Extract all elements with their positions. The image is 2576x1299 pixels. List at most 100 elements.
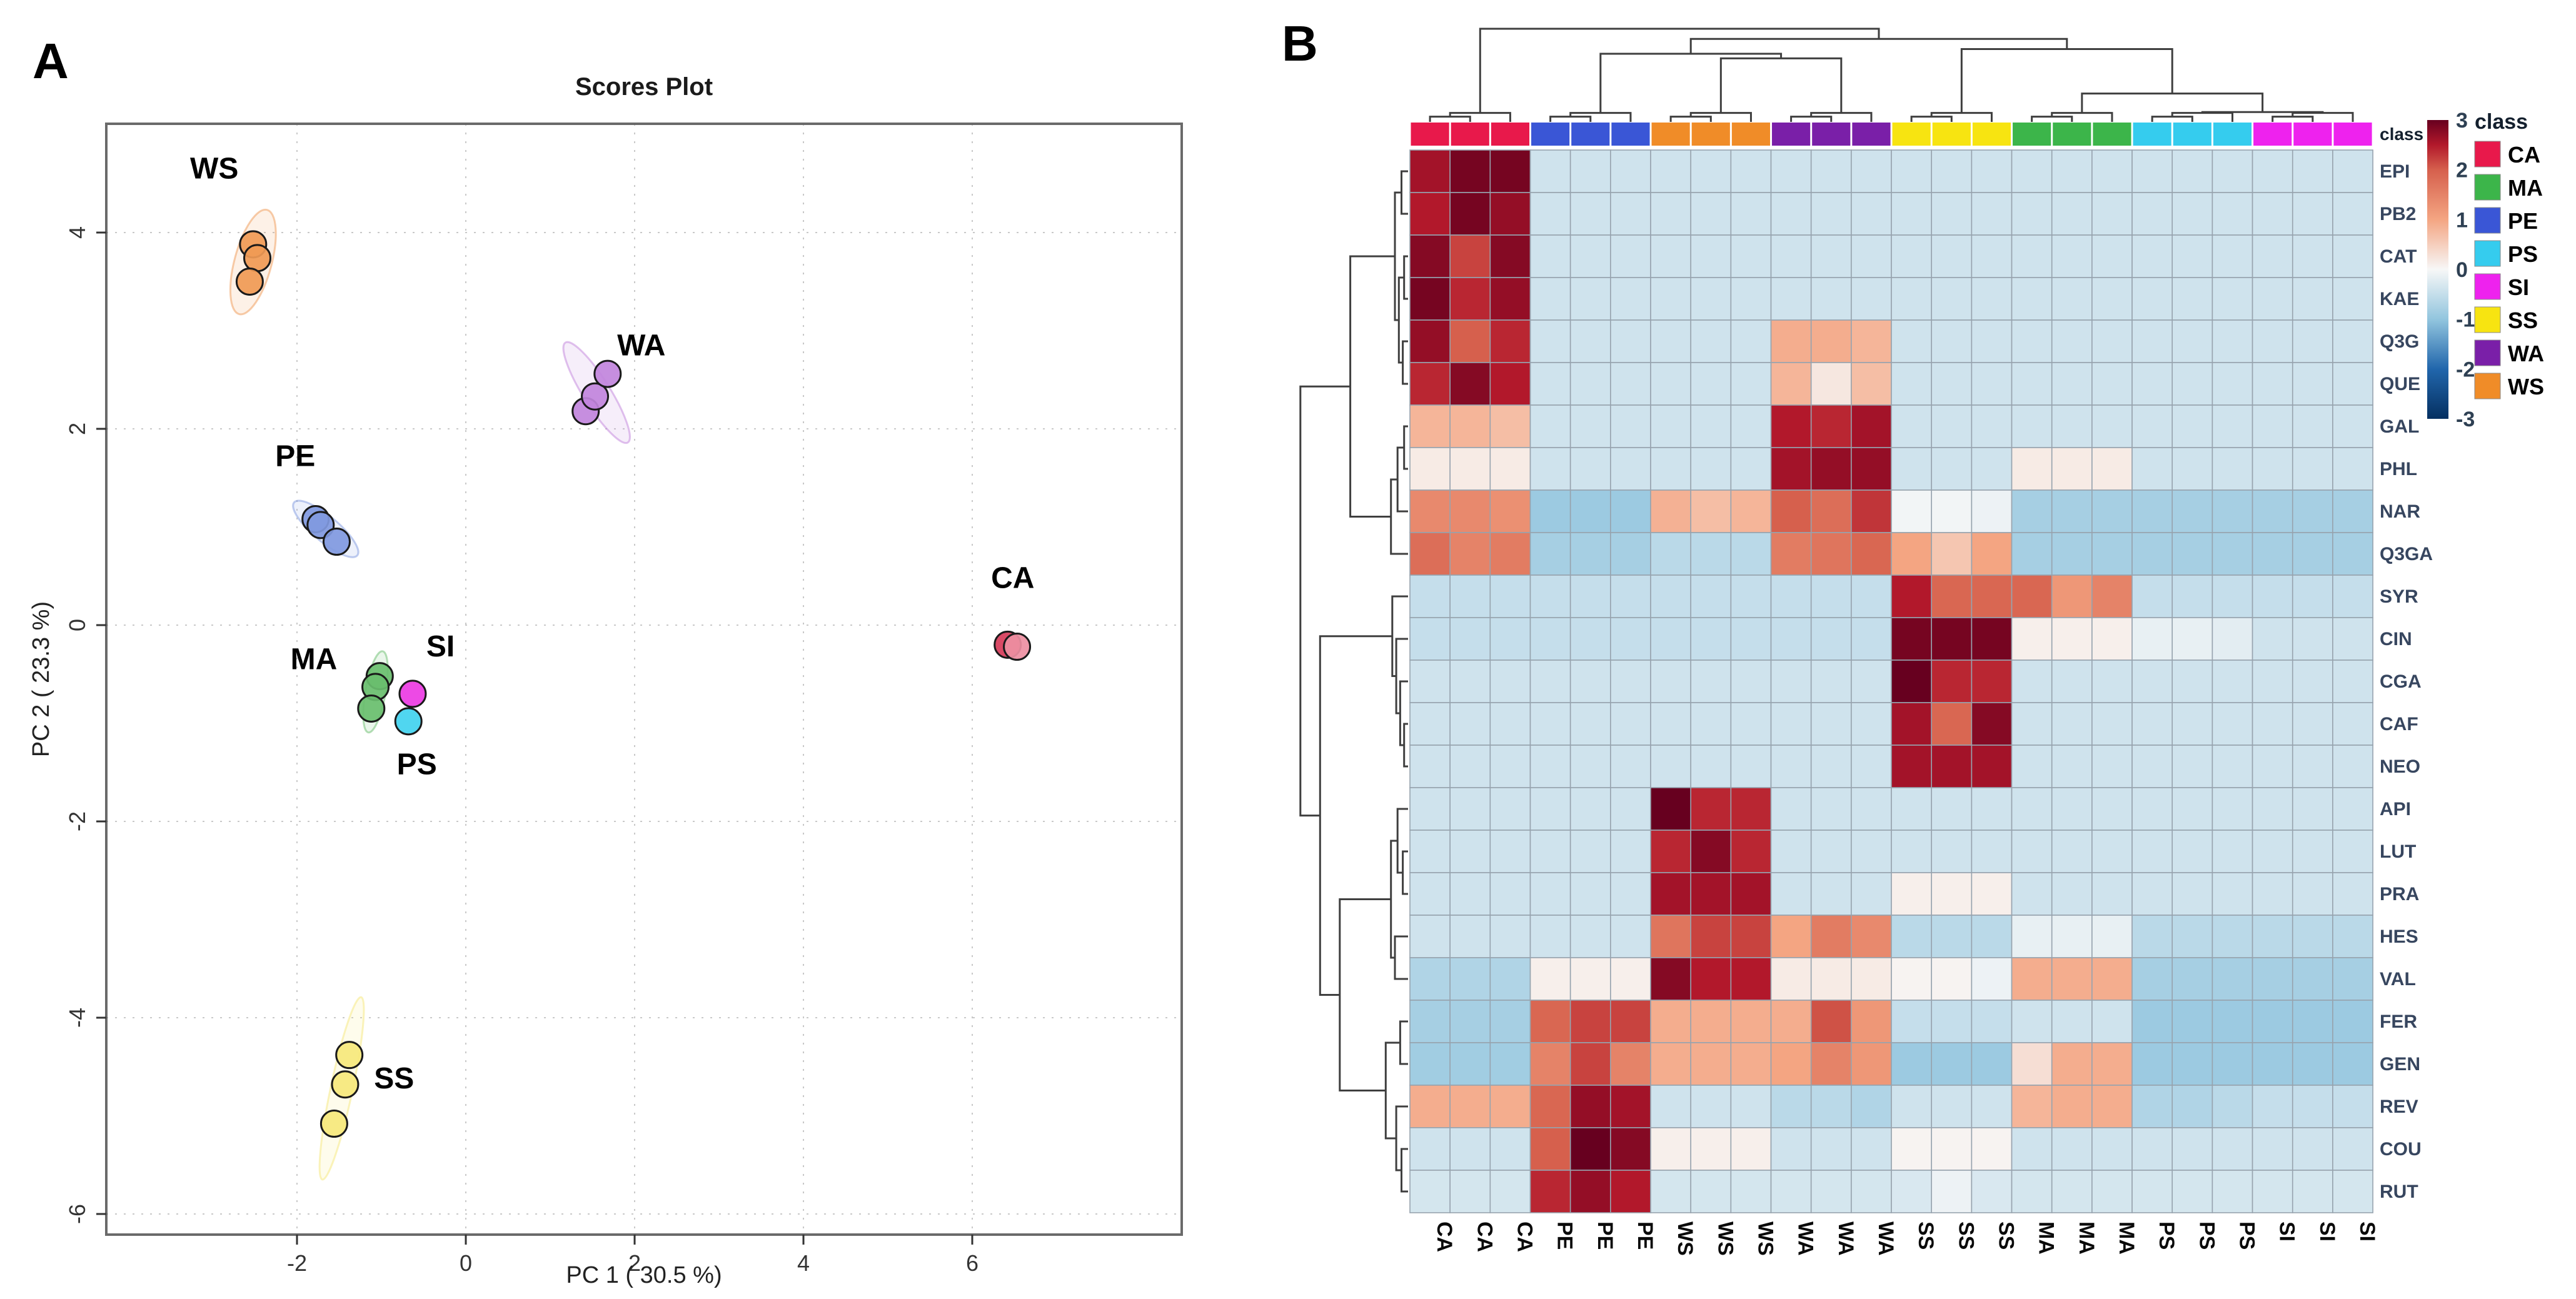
heatmap-cell bbox=[1529, 830, 1571, 873]
heatmap-cell bbox=[1851, 447, 1892, 491]
row-dendrogram-branch bbox=[1403, 255, 1408, 300]
scatter-point-WA bbox=[581, 382, 610, 411]
column-label: CA bbox=[1432, 1221, 1456, 1252]
heatmap-cell bbox=[2171, 1000, 2213, 1043]
heatmap-cell bbox=[2131, 830, 2173, 873]
col-dendrogram-branch bbox=[2201, 111, 2324, 113]
heatmap-cell bbox=[1529, 319, 1571, 363]
class-bar-cell bbox=[2253, 123, 2292, 146]
heatmap-cell bbox=[1650, 277, 1691, 321]
heatmap-cell bbox=[1610, 532, 1651, 576]
heatmap-cell bbox=[2131, 532, 2173, 576]
heatmap-cell bbox=[2251, 1085, 2293, 1128]
heatmap-cell bbox=[2292, 447, 2333, 491]
heatmap-cell bbox=[1650, 447, 1691, 491]
heatmap-cell bbox=[2091, 574, 2133, 618]
heatmap-cell bbox=[2292, 702, 2333, 746]
heatmap-cell bbox=[1610, 702, 1651, 746]
heatmap-cell bbox=[2251, 660, 2293, 703]
heatmap-cell bbox=[1529, 192, 1571, 236]
legend-label: SS bbox=[2508, 308, 2538, 333]
heatmap-cell bbox=[2211, 787, 2253, 831]
heatmap-cell bbox=[1650, 787, 1691, 831]
heatmap-cell bbox=[1690, 1085, 1732, 1128]
scores-plot-title: Scores Plot bbox=[575, 73, 713, 101]
heatmap-cell bbox=[2131, 872, 2173, 916]
class-bar-cell bbox=[1571, 123, 1610, 146]
heatmap-cell bbox=[1529, 574, 1571, 618]
heatmap-cell bbox=[1449, 1127, 1491, 1171]
heatmap-cell bbox=[1810, 362, 1852, 406]
heatmap-cell bbox=[2251, 149, 2293, 193]
heatmap-cell bbox=[1489, 660, 1531, 703]
heatmap-cell bbox=[2171, 915, 2213, 958]
heatmap-cell bbox=[1650, 1042, 1691, 1086]
heatmap-cell bbox=[2332, 830, 2373, 873]
heatmap-cell bbox=[2332, 362, 2373, 406]
legend-label: PS bbox=[2508, 241, 2538, 267]
heatmap-cell bbox=[1851, 1127, 1892, 1171]
heatmap-cell bbox=[1489, 702, 1531, 746]
heatmap-cell bbox=[1730, 660, 1772, 703]
heatmap-cell bbox=[1891, 574, 1933, 618]
column-label: CA bbox=[1472, 1221, 1496, 1252]
heatmap-cell bbox=[1891, 234, 1933, 278]
heatmap-cell bbox=[1810, 404, 1852, 448]
heatmap-cell bbox=[1851, 404, 1892, 448]
scatter-point-MA bbox=[357, 694, 386, 723]
heatmap-cell bbox=[1409, 702, 1451, 746]
heatmap-cell bbox=[1489, 192, 1531, 236]
heatmap-cell bbox=[1971, 872, 2013, 916]
heatmap-cell bbox=[2131, 1085, 2173, 1128]
class-bar-cell bbox=[2133, 123, 2171, 146]
heatmap-cell bbox=[1449, 1085, 1491, 1128]
heatmap-cell bbox=[1489, 830, 1531, 873]
row-label: Q3GA bbox=[2380, 544, 2433, 564]
heatmap-cell bbox=[1529, 1127, 1571, 1171]
plot-box bbox=[105, 123, 1183, 1236]
heatmap-cell bbox=[2211, 1042, 2253, 1086]
heatmap-cell bbox=[1891, 1042, 1933, 1086]
heatmap-cell bbox=[1931, 1042, 1973, 1086]
row-label: HES bbox=[2380, 926, 2418, 947]
row-dendrogram-branch bbox=[1396, 446, 1408, 513]
heatmap-cell bbox=[1730, 702, 1772, 746]
col-dendrogram-branch bbox=[1599, 53, 1783, 113]
heatmap-cell bbox=[2051, 319, 2093, 363]
heatmap-cell bbox=[1449, 787, 1491, 831]
heatmap-cell bbox=[1489, 1000, 1531, 1043]
heatmap-cell bbox=[1650, 192, 1691, 236]
heatmap-cell bbox=[2171, 830, 2213, 873]
colorbar-tick-label: -1 bbox=[2456, 308, 2475, 332]
heatmap-cell bbox=[1730, 192, 1772, 236]
class-bar-cell bbox=[1531, 123, 1570, 146]
heatmap-cell bbox=[2131, 915, 2173, 958]
heatmap-cell bbox=[1810, 574, 1852, 618]
heatmap-cell bbox=[1449, 362, 1491, 406]
heatmap-cell bbox=[1449, 149, 1491, 193]
column-label: PE bbox=[1593, 1221, 1617, 1250]
scatter-point-SS bbox=[331, 1070, 360, 1099]
heatmap-cell bbox=[1650, 234, 1691, 278]
heatmap-cell bbox=[2251, 872, 2293, 916]
heatmap-cell bbox=[2091, 234, 2133, 278]
legend-swatch-WA bbox=[2474, 339, 2501, 366]
class-bar-cell bbox=[1691, 123, 1730, 146]
heatmap-cell bbox=[2211, 574, 2253, 618]
heatmap-cell bbox=[2171, 234, 2213, 278]
heatmap-cell bbox=[1529, 1042, 1571, 1086]
heatmap-cell bbox=[2332, 745, 2373, 788]
heatmap-cell bbox=[1931, 149, 1973, 193]
heatmap-cell bbox=[2171, 745, 2213, 788]
heatmap-cell bbox=[1931, 574, 1973, 618]
heatmap-cell bbox=[1971, 447, 2013, 491]
heatmap-cell bbox=[1891, 1170, 1933, 1213]
heatmap-cell bbox=[2091, 532, 2133, 576]
heatmap-cell bbox=[1569, 574, 1611, 618]
heatmap-cell bbox=[1529, 957, 1571, 1001]
heatmap-cell bbox=[2211, 1000, 2253, 1043]
heatmap-cell bbox=[1489, 1170, 1531, 1213]
heatmap-cell bbox=[1891, 362, 1933, 406]
heatmap-cell bbox=[2011, 1127, 2053, 1171]
heatmap-cell bbox=[1810, 447, 1852, 491]
